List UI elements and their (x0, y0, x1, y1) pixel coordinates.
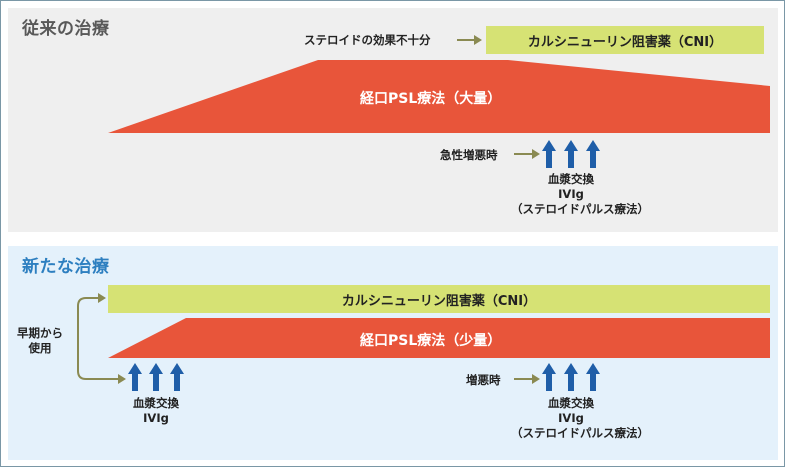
treatment-line-ivig: IVIg (143, 411, 169, 425)
up-arrow-icon (128, 363, 142, 391)
right-arrow-icon (514, 374, 540, 384)
psl-low-dose-bar (108, 318, 770, 358)
treatment-line-ivig: IVIg (558, 187, 584, 201)
psl-high-dose-bar (108, 60, 770, 133)
up-arrow-icon (170, 363, 184, 391)
up-arrow-icon (586, 140, 600, 168)
acute-exacerbation-note: 急性増悪時 (440, 148, 498, 162)
psl-high-dose-label: 経口PSL療法（大量） (360, 91, 502, 107)
right-arrow-icon (457, 35, 482, 45)
up-arrows-early (128, 363, 184, 391)
conventional-treatment-panel: 従来の治療 ステロイドの効果不十分 カルシニューリン阻害薬（CNI） 経口PSL… (8, 8, 778, 232)
early-use-connector (77, 293, 126, 384)
steroid-insufficient-note: ステロイドの効果不十分 (304, 33, 431, 47)
rescue-treatment-label-new: 血漿交換 IVIg （ステロイドパルス療法） (511, 396, 649, 441)
early-use-label: 早期から 使用 (14, 326, 66, 356)
up-arrow-icon (586, 363, 600, 391)
right-arrow-icon (98, 293, 106, 303)
up-arrow-icon (564, 363, 578, 391)
early-treatment-label: 血漿交換 IVIg (116, 396, 196, 426)
up-arrow-icon (542, 363, 556, 391)
right-arrow-icon (118, 374, 126, 384)
treatment-line-plasma-exchange: 血漿交換 (548, 396, 594, 410)
up-arrows-new (542, 363, 600, 391)
up-arrow-icon (542, 140, 556, 168)
up-arrows-conventional (542, 140, 600, 168)
panel-title-new: 新たな治療 (22, 257, 110, 277)
psl-low-dose-label: 経口PSL療法（少量） (360, 333, 502, 349)
up-arrow-icon (149, 363, 163, 391)
early-use-line: 使用 (28, 341, 52, 355)
cni-bar-label: カルシニューリン阻害薬（CNI） (527, 34, 723, 50)
treatment-line-plasma-exchange: 血漿交換 (133, 396, 179, 410)
treatment-line-plasma-exchange: 血漿交換 (548, 172, 594, 186)
up-arrow-icon (564, 140, 578, 168)
cni-bar-conventional: カルシニューリン阻害薬（CNI） (486, 26, 764, 54)
new-treatment-panel: 新たな治療 カルシニューリン阻害薬（CNI） 経口PSL療法（少量） 早期から … (8, 246, 778, 460)
panel-title-conventional: 従来の治療 (22, 19, 110, 39)
right-arrow-icon (514, 149, 540, 159)
treatment-line-steroid-pulse: （ステロイドパルス療法） (511, 202, 649, 216)
cni-bar-new: カルシニューリン阻害薬（CNI） (108, 285, 770, 313)
early-use-line: 早期から (17, 326, 63, 340)
cni-bar-label: カルシニューリン阻害薬（CNI） (341, 293, 537, 309)
exacerbation-note: 増悪時 (466, 373, 501, 387)
treatment-line-steroid-pulse: （ステロイドパルス療法） (511, 426, 649, 440)
rescue-treatment-label-conventional: 血漿交換 IVIg （ステロイドパルス療法） (511, 172, 649, 217)
treatment-line-ivig: IVIg (558, 411, 584, 425)
